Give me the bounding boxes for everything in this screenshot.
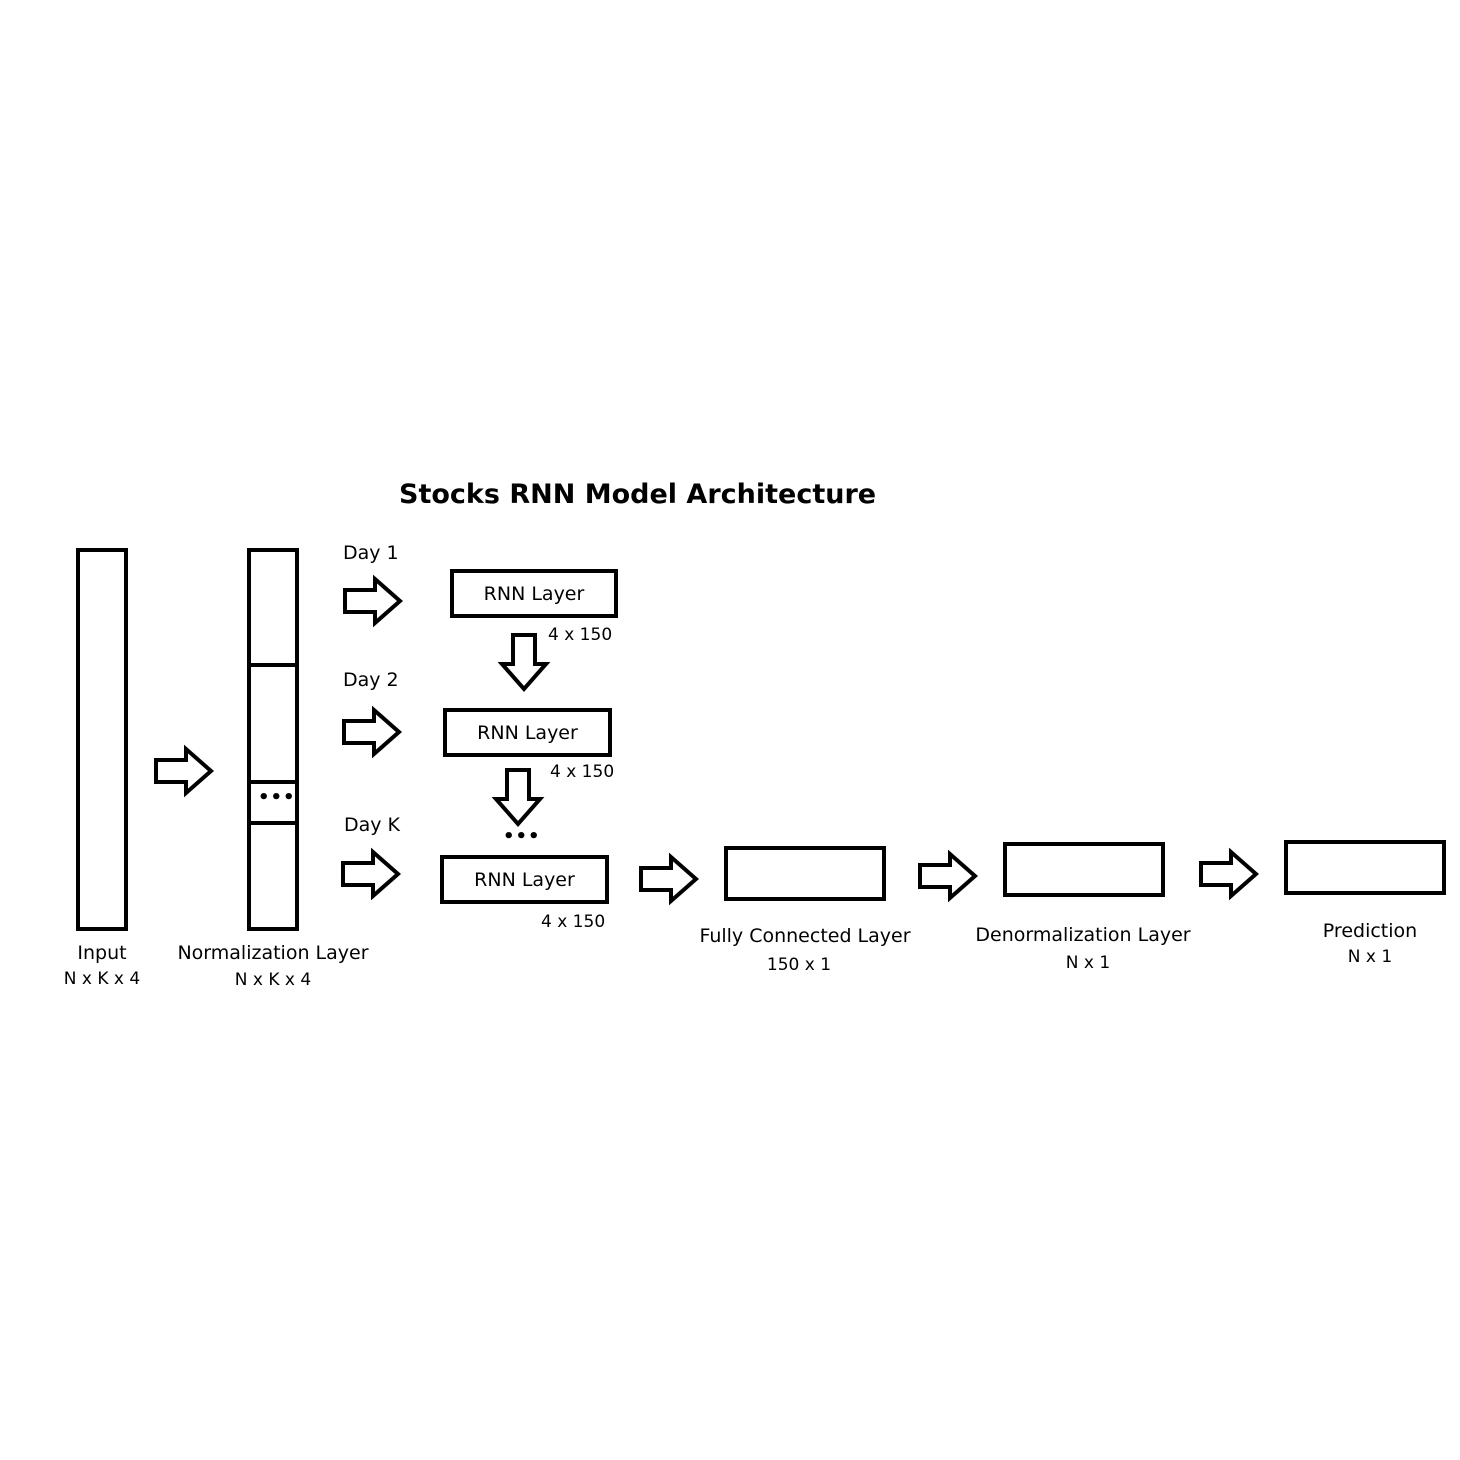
input-label: Input (77, 942, 127, 964)
fully-connected-dim: 150 x 1 (766, 955, 832, 975)
normalization-divider (247, 663, 299, 667)
prediction-label: Prediction (1322, 920, 1418, 942)
denormalization-dim: N x 1 (1065, 953, 1111, 973)
normalization-divider (247, 780, 299, 784)
rnn-layer-day-2: RNN Layer (443, 708, 612, 757)
normalization-ellipsis: ••• (258, 787, 296, 808)
rnn-layer-day-k: RNN Layer (440, 855, 609, 904)
right-arrow-icon (342, 705, 403, 759)
rnn-dim-day-2: 4 x 150 (550, 762, 615, 782)
input-block (76, 548, 128, 931)
right-arrow-icon (639, 852, 700, 906)
denormalization-block (1003, 842, 1165, 897)
normalization-divider (247, 821, 299, 825)
day-k-label: Day K (344, 814, 401, 836)
down-arrow-icon (497, 633, 551, 693)
rnn-dim-day-1: 4 x 150 (548, 625, 613, 645)
down-arrow-icon (491, 768, 545, 828)
prediction-dim: N x 1 (1347, 947, 1393, 967)
rnn-ellipsis: ••• (503, 826, 541, 847)
rnn-dim-day-k: 4 x 150 (541, 912, 606, 932)
normalization-block (247, 548, 299, 931)
input-dim: N x K x 4 (63, 969, 141, 989)
right-arrow-icon (1199, 847, 1260, 901)
fully-connected-label: Fully Connected Layer (699, 925, 911, 947)
right-arrow-icon (341, 847, 402, 901)
right-arrow-icon (154, 744, 215, 798)
diagram-title: Stocks RNN Model Architecture (399, 479, 877, 510)
rnn-layer-label: RNN Layer (474, 868, 575, 891)
normalization-dim: N x K x 4 (234, 970, 312, 990)
fully-connected-block (724, 846, 886, 901)
prediction-block (1284, 840, 1446, 895)
rnn-layer-label: RNN Layer (483, 582, 585, 605)
day-1-label: Day 1 (343, 542, 399, 564)
day-2-label: Day 2 (343, 669, 399, 691)
right-arrow-icon (918, 849, 979, 903)
normalization-label: Normalization Layer (177, 942, 369, 964)
rnn-layer-label: RNN Layer (477, 721, 578, 744)
rnn-layer-day-1: RNN Layer (450, 569, 618, 618)
right-arrow-icon (343, 574, 404, 628)
denormalization-label: Denormalization Layer (975, 924, 1191, 946)
